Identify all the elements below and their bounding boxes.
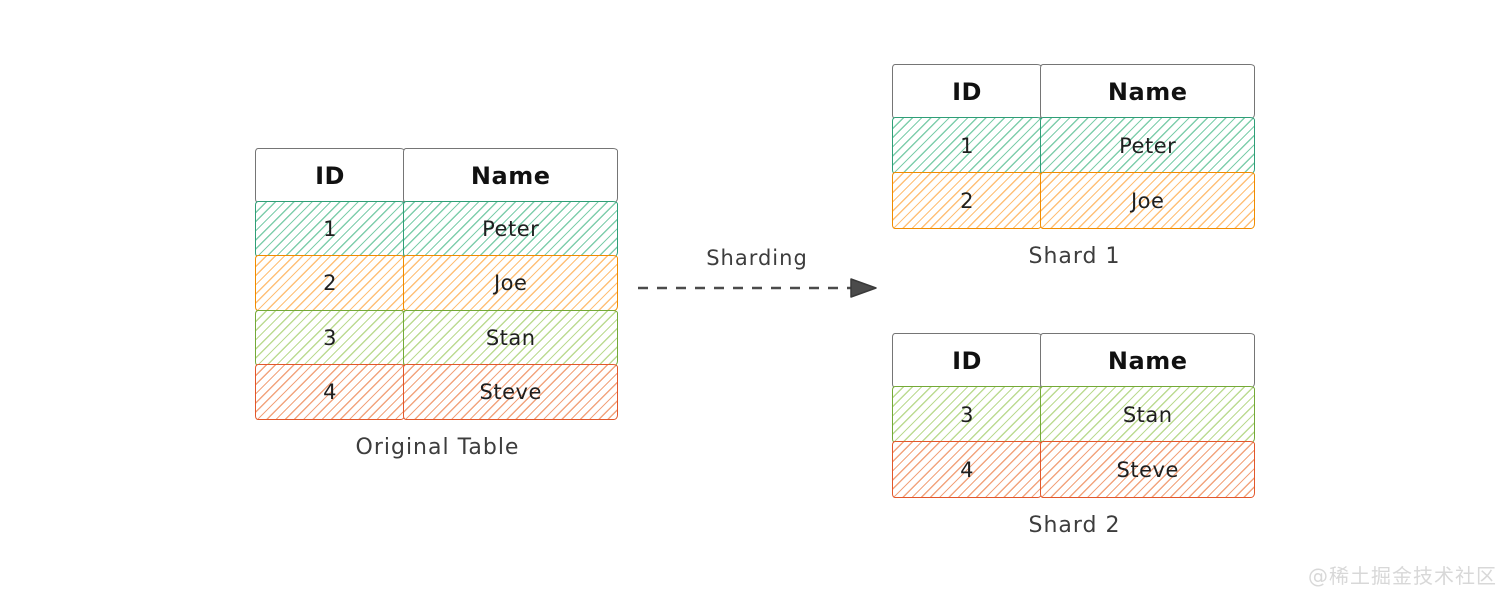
cell-name: Peter [403, 201, 619, 258]
table-header-row: ID Name [255, 148, 620, 203]
original-table-figure: ID Name 1 Peter 2 Joe 3 Stan 4 Steve Ori… [255, 148, 620, 460]
cell-id: 4 [255, 363, 405, 420]
shard1-table: ID Name 1 Peter 2 Joe [892, 64, 1257, 230]
shard2-figure: ID Name 3 Stan 4 Steve Shard 2 [892, 333, 1257, 538]
shard2-caption: Shard 2 [1028, 513, 1121, 539]
table-row: 3 Stan [255, 309, 620, 366]
table-header-row: ID Name [892, 64, 1257, 119]
cell-id: 1 [892, 117, 1042, 175]
cell-id: 4 [892, 441, 1042, 499]
header-cell-name: Name [1040, 333, 1256, 388]
table-row: 4 Steve [255, 363, 620, 420]
cell-id: 2 [892, 172, 1042, 230]
table-row: 4 Steve [892, 441, 1257, 499]
table-row: 2 Joe [255, 255, 620, 312]
cell-name: Stan [1040, 386, 1256, 444]
sharding-arrow-label: Sharding [706, 246, 808, 270]
header-cell-name: Name [1040, 64, 1256, 119]
header-cell-id: ID [892, 64, 1042, 119]
shard2-table: ID Name 3 Stan 4 Steve [892, 333, 1257, 499]
table-row: 1 Peter [892, 117, 1257, 175]
cell-id: 2 [255, 255, 405, 312]
cell-name: Joe [1040, 172, 1256, 230]
table-header-row: ID Name [892, 333, 1257, 388]
original-table: ID Name 1 Peter 2 Joe 3 Stan 4 Steve [255, 148, 620, 420]
shard1-caption: Shard 1 [1028, 244, 1121, 270]
table-row: 3 Stan [892, 386, 1257, 444]
shard1-figure: ID Name 1 Peter 2 Joe Shard 1 [892, 64, 1257, 269]
cell-id: 3 [892, 386, 1042, 444]
header-cell-name: Name [403, 148, 619, 203]
cell-name: Steve [403, 363, 619, 420]
cell-id: 1 [255, 201, 405, 258]
original-table-caption: Original Table [355, 434, 520, 460]
header-cell-id: ID [255, 148, 405, 203]
cell-name: Steve [1040, 441, 1256, 499]
cell-name: Joe [403, 255, 619, 312]
dashed-arrow-icon [638, 278, 877, 298]
cell-name: Peter [1040, 117, 1256, 175]
table-row: 1 Peter [255, 201, 620, 258]
cell-name: Stan [403, 309, 619, 366]
sharding-arrow-group: Sharding [635, 246, 879, 300]
table-row: 2 Joe [892, 172, 1257, 230]
cell-id: 3 [255, 309, 405, 366]
header-cell-id: ID [892, 333, 1042, 388]
watermark-text: @稀土掘金技术社区 [1308, 564, 1497, 588]
